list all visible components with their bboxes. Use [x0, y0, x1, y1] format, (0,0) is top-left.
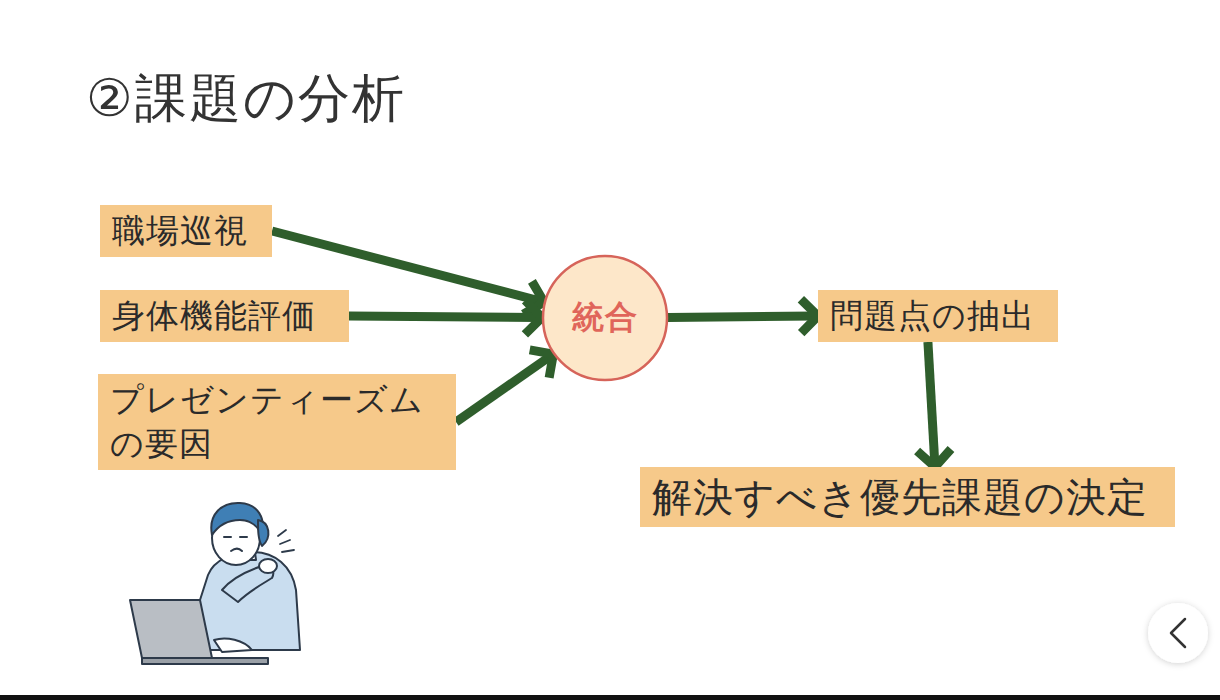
node-label: 職場巡視 — [112, 209, 260, 253]
flow-arrow — [456, 350, 553, 422]
arrow-head — [530, 350, 554, 378]
process-box: 解決すべき優先課題の決定 — [640, 467, 1175, 527]
eyes — [224, 536, 247, 538]
slide-title: ②課題の分析 — [86, 64, 406, 134]
node-label: プレゼンティーズムの要因 — [110, 378, 444, 466]
arrow-head — [525, 300, 542, 334]
arrow-head — [523, 281, 544, 314]
back-button — [1148, 603, 1208, 663]
arrow-shaft — [456, 356, 550, 422]
mouth — [231, 549, 242, 551]
worker-illustration — [130, 503, 300, 664]
shirt — [196, 552, 300, 650]
flow-arrow — [668, 299, 818, 333]
laptop-screen — [130, 600, 212, 658]
flow-arrow — [349, 300, 542, 334]
node-label: 身体機能評価 — [112, 294, 337, 338]
flow-arrow — [917, 342, 951, 467]
process-box: プレゼンティーズムの要因 — [98, 374, 456, 470]
arrow-head — [917, 449, 951, 467]
pain-marks — [278, 530, 294, 552]
circle-shape — [543, 256, 667, 380]
node-label: 問題点の抽出 — [830, 294, 1046, 338]
bottom-rule — [0, 695, 1220, 700]
hand — [259, 559, 277, 573]
hair-bun — [258, 520, 268, 546]
integration-circle: 統合 — [540, 253, 670, 383]
process-box: 職場巡視 — [100, 205, 272, 257]
chevron-icon — [1171, 619, 1185, 647]
arrow-shaft — [928, 342, 935, 463]
laptop-base — [142, 658, 268, 664]
hair — [211, 503, 263, 536]
node-label: 解決すべき優先課題の決定 — [652, 471, 1163, 523]
arrow-shaft — [668, 316, 814, 317]
node-label: 統合 — [572, 296, 638, 340]
process-box: 問題点の抽出 — [818, 290, 1058, 342]
arrow-head — [801, 299, 818, 333]
process-box: 身体機能評価 — [100, 290, 349, 342]
typing-hand — [214, 638, 252, 652]
arrow-shaft — [349, 316, 538, 317]
